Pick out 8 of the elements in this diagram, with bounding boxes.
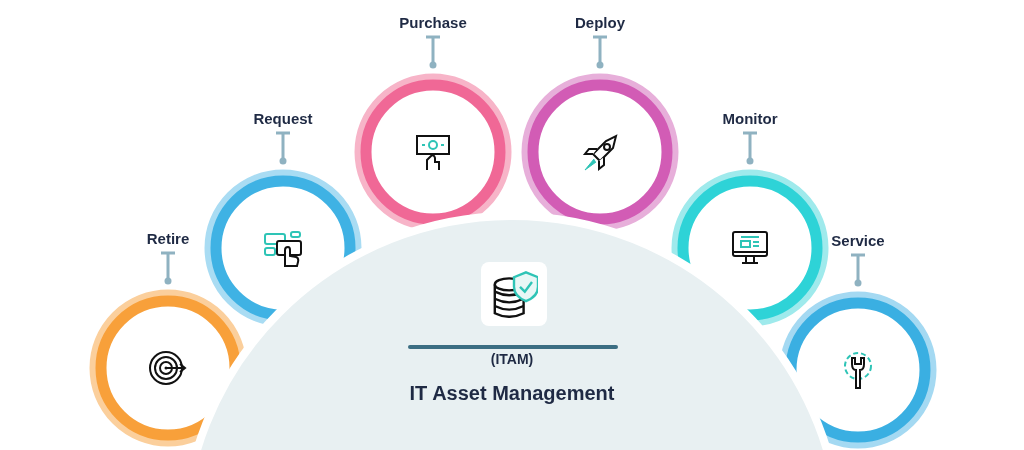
stage-label: Request [252,110,314,127]
stage-label: Deploy [574,14,626,31]
hub-title: IT Asset Management [408,382,616,405]
acronym-text: (ITAM) [489,351,535,367]
stage-label: Monitor [721,110,779,127]
stage-label: Retire [145,230,191,247]
stage-label: Service [830,232,886,249]
stage-label: Purchase [398,14,468,31]
